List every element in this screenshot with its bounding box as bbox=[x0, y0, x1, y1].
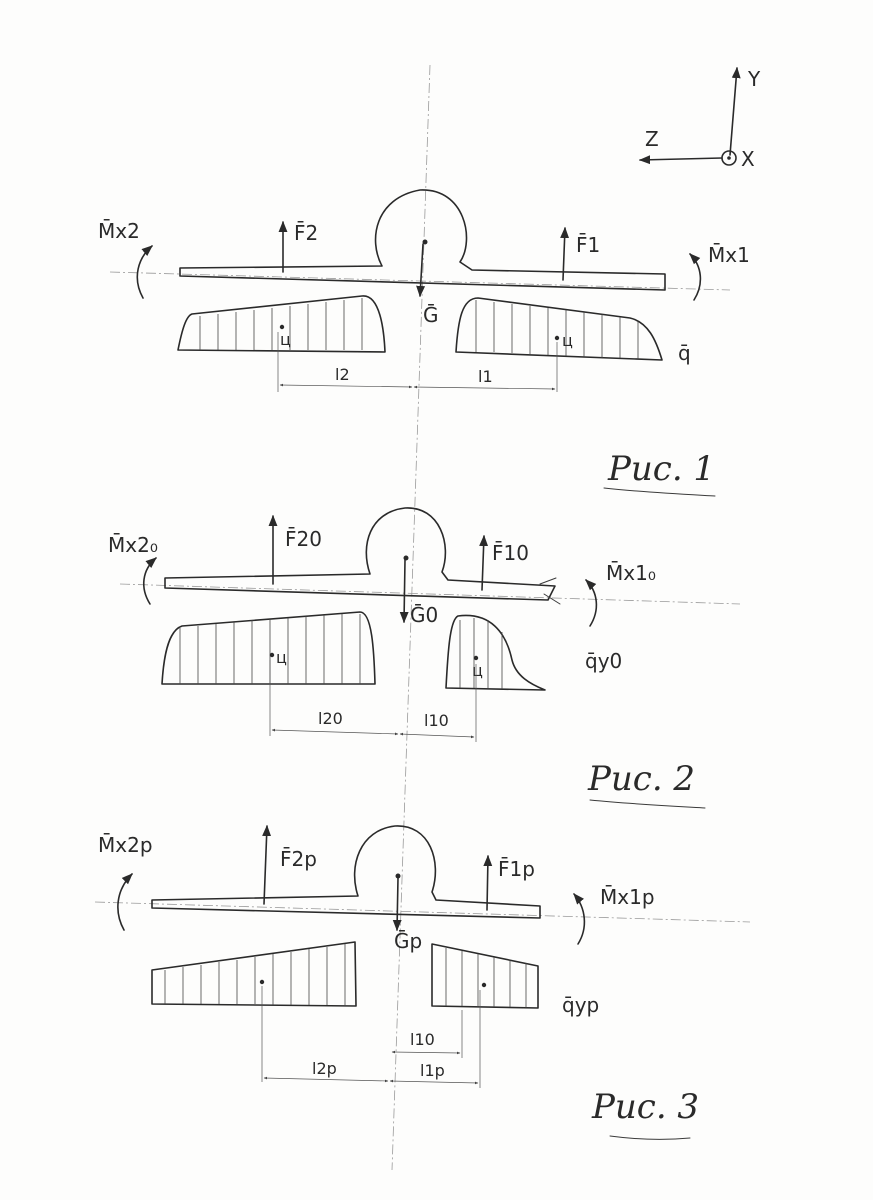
y-axis-arrow bbox=[729, 66, 741, 156]
fig3-dim-right-label: l1p bbox=[420, 1061, 445, 1080]
fig3-moment-right-arrow bbox=[573, 893, 586, 945]
x-axis-circle bbox=[721, 150, 737, 166]
fig1-moment-left-arrow bbox=[136, 245, 153, 299]
fig2-centroid-right bbox=[473, 655, 479, 661]
figure-3: Ḡp F̄2p F̄1p M̄x2p M̄x1p q̄yp l10 bbox=[94, 824, 751, 1140]
fig1-force-left-label: F̄2 bbox=[294, 220, 318, 245]
fig3-dim-right bbox=[389, 1079, 479, 1085]
fig2-weight-label: Ḡ0 bbox=[410, 603, 438, 627]
symmetry-axis bbox=[391, 64, 431, 1171]
fig2-moment-left-arrow bbox=[143, 557, 157, 605]
fig2-broken-wing-tip bbox=[539, 577, 561, 605]
fig3-moment-left-arrow bbox=[117, 873, 133, 931]
fig1-centroid-right-label: ц bbox=[562, 331, 573, 350]
fig1-force-right-arrow bbox=[560, 226, 570, 281]
fig2-moment-right-arrow bbox=[585, 579, 598, 627]
fig3-load-arrows bbox=[164, 944, 527, 1008]
fig1-caption: Рис. 1 bbox=[607, 449, 715, 489]
fig3-centroid-left bbox=[259, 979, 265, 985]
fig3-center-of-mass bbox=[395, 873, 401, 879]
fig1-load-right bbox=[455, 297, 663, 361]
fig3-weight-arrow bbox=[392, 877, 402, 932]
fig3-force-left-label: F̄2p bbox=[280, 846, 317, 871]
fig2-force-right-label: F̄10 bbox=[492, 540, 529, 565]
figure-1: Ḡ F̄2 F̄1 M̄x2 M̄x1 ц ц q̄ bbox=[98, 189, 750, 497]
fig2-centroid-left-label: ц bbox=[276, 648, 287, 667]
fig3-weight-label: Ḡp bbox=[394, 929, 422, 953]
fig2-load-left bbox=[161, 611, 376, 685]
fig1-weight-arrow bbox=[416, 243, 426, 298]
fig3-caption: Рис. 3 bbox=[591, 1087, 699, 1127]
fig3-airplane-outline bbox=[151, 825, 541, 919]
fig3-dim-extra bbox=[391, 1050, 461, 1055]
fig1-moment-left-label: M̄x2 bbox=[98, 218, 140, 243]
fig3-force-right-arrow bbox=[483, 854, 493, 911]
fig2-load-right bbox=[445, 614, 546, 691]
fig3-caption-underline bbox=[609, 1135, 691, 1140]
fig2-force-left-label: F̄20 bbox=[285, 526, 322, 551]
z-axis-arrow bbox=[638, 155, 723, 165]
figure-2: Ḡ0 F̄20 F̄10 M̄x2₀ M̄x1₀ ц ц q̄y0 l20 l1… bbox=[108, 507, 741, 809]
fig2-caption-underline bbox=[589, 799, 706, 809]
fig3-load-left bbox=[151, 941, 357, 1007]
fig3-load-right bbox=[431, 943, 539, 1009]
fig2-centroid-right-label: ц bbox=[472, 661, 483, 680]
fig2-moment-left-label: M̄x2₀ bbox=[108, 532, 158, 557]
fig2-dim-left-label: l20 bbox=[318, 709, 343, 728]
z-axis-label: Z bbox=[645, 127, 659, 151]
y-axis-label: Y bbox=[747, 67, 761, 91]
fig2-airplane-outline bbox=[164, 507, 556, 601]
x-axis-dot bbox=[727, 156, 731, 160]
coordinate-system: Y Z X bbox=[638, 66, 761, 171]
fig1-moment-right-arrow bbox=[689, 253, 702, 301]
fig1-load-label: q̄ bbox=[678, 341, 691, 365]
x-axis-label: X bbox=[741, 147, 755, 171]
fig3-wing-axis bbox=[94, 901, 751, 923]
fig1-centroid-right bbox=[554, 335, 560, 341]
fig1-load-arrows bbox=[199, 298, 639, 359]
fig1-center-of-mass bbox=[422, 239, 428, 245]
fig1-wing-axis bbox=[109, 271, 731, 291]
fig1-dim-right-label: l1 bbox=[478, 367, 493, 386]
fig1-force-right-label: F̄1 bbox=[576, 232, 600, 257]
fig1-dim-left-label: l2 bbox=[335, 365, 350, 384]
fig2-dim-left bbox=[271, 728, 399, 736]
fig3-moment-left-label: M̄x2p bbox=[98, 832, 153, 857]
fig2-wing-axis bbox=[119, 583, 741, 605]
fig1-centroid-left-label: ц bbox=[280, 330, 291, 349]
fig1-caption-underline bbox=[603, 487, 716, 497]
fig1-weight-label: Ḡ bbox=[423, 303, 439, 327]
fig3-dim-left bbox=[263, 1076, 389, 1083]
fig3-force-left-arrow bbox=[262, 824, 272, 905]
fig3-dim-extra-label: l10 bbox=[410, 1030, 435, 1049]
fig2-centroid-left bbox=[269, 652, 275, 658]
fig2-caption: Рис. 2 bbox=[587, 759, 695, 799]
fig1-airplane-outline bbox=[179, 189, 666, 291]
fig3-moment-right-label: M̄x1p bbox=[600, 884, 655, 909]
fig1-centroid-left bbox=[279, 324, 285, 330]
fig3-load-label: q̄yp bbox=[562, 993, 599, 1017]
fig2-moment-right-label: M̄x1₀ bbox=[606, 560, 656, 585]
fig1-moment-right-label: M̄x1 bbox=[708, 242, 750, 267]
fig2-load-arrows bbox=[179, 614, 503, 689]
fig1-dim-left bbox=[279, 383, 413, 389]
fig2-force-right-arrow bbox=[479, 534, 489, 591]
fig2-dim-right-label: l10 bbox=[424, 711, 449, 730]
fig3-force-right-label: F̄1p bbox=[498, 856, 535, 881]
fig1-dim-right bbox=[413, 385, 556, 391]
fig1-load-left bbox=[177, 295, 386, 353]
fig2-dim-right bbox=[399, 732, 475, 739]
fig3-dim-left-label: l2p bbox=[312, 1059, 337, 1078]
fig2-weight-arrow bbox=[399, 559, 409, 624]
fig2-load-label: q̄y0 bbox=[585, 649, 622, 673]
fig3-centroid-right bbox=[481, 982, 487, 988]
